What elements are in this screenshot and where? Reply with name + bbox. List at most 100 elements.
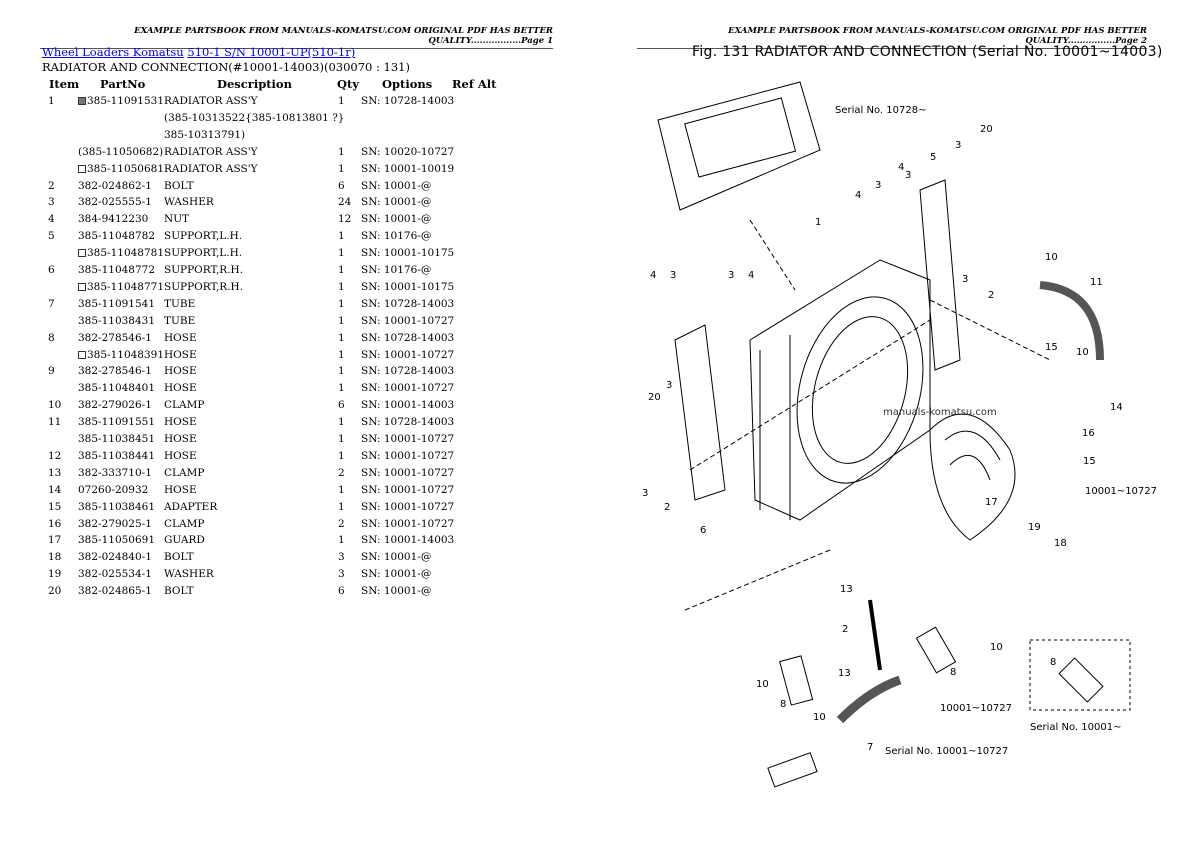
cell-options: SN: 10001-10727 [361,382,454,394]
cell-partno: 385-11038441 [78,450,155,462]
cell-text: CLAMP [164,399,205,412]
cell-text: 1 [338,365,345,378]
cell-text: 17 [48,534,62,547]
cell-item: 4 [48,213,55,225]
cell-partno: 382-278546-1 [78,332,152,344]
cell-text: 382-279025-1 [78,517,152,530]
cell-item: 3 [48,196,55,208]
cell-item: 8 [48,332,55,344]
col-header-description: Description [217,77,292,91]
cell-description: RADIATOR ASS'Y [164,146,258,158]
cell-text: 382-333710-1 [78,466,152,479]
cell-text: 382-279026-1 [78,399,152,412]
cell-text: 385-11038451 [78,433,156,445]
cell-options: SN: 10001-14003 [361,399,454,411]
cell-text: SN: 10001-@ [361,196,432,209]
serial-note: Serial No. 10001~ [1030,722,1121,733]
cell-text: CLAMP [164,517,205,530]
empty-square-icon [78,164,86,173]
cell-partno: 385-11091531 [78,95,164,107]
breadcrumb-link-model[interactable]: 510-1 S/N 10001-UP(510-1r) [187,45,356,59]
cell-options: SN: 10728-14003 [361,298,454,310]
cell-text: WASHER [164,568,214,581]
cell-text: SN: 10001-10727 [361,466,455,479]
hose-piece [779,655,814,706]
radiator-core [749,259,931,521]
cell-partno: 382-024865-1 [78,585,152,597]
callout-number: 20 [980,124,993,135]
callout-number: 13 [838,668,851,679]
cell-text: 1 [48,95,55,107]
cell-text: 382-024840-1 [78,551,152,564]
cell-text: 12 [48,449,62,462]
cell-partno: 385-11038451 [78,433,155,445]
serial-note: Serial No. 10001~10727 [885,746,1008,757]
cell-text: 384-9412230 [78,213,149,226]
breadcrumb-link-model-family[interactable]: Wheel Loaders Komatsu [42,45,184,59]
cell-qty: 1 [338,534,345,546]
cell-text: 1 [338,95,345,107]
cell-item: 16 [48,518,61,530]
cell-text: BOLT [164,585,194,598]
cell-text: 1 [338,297,345,310]
cell-partno: 385-11048772 [78,264,155,276]
callout-number: 4 [898,162,904,173]
cell-options: SN: 10176-@ [361,230,431,242]
cell-text: CLAMP [164,466,205,479]
callout-number: 3 [962,274,968,285]
cell-description: WASHER [164,196,214,208]
cell-text: RADIATOR ASS'Y [164,145,258,158]
cell-text: HOSE [164,348,197,361]
cell-text: HOSE [164,433,197,445]
support-right [919,179,961,371]
callout-number: 4 [748,270,754,281]
cell-text: 8 [48,331,55,344]
cell-text: 3 [338,568,345,581]
cell-options: SN: 10001-10727 [361,315,454,327]
cell-text: 24 [338,196,352,209]
callout-number: 3 [728,270,734,281]
col-header-partno: PartNo [100,77,146,91]
callout-number: 8 [780,699,786,710]
cell-text: 385-11038431 [78,314,156,327]
cell-partno: 07260-20932 [78,484,148,496]
cell-description: WASHER [164,568,214,580]
cell-options: SN: 10728-14003 [361,332,454,344]
cell-options: SN: 10001-10727 [361,349,454,361]
callout-number: 8 [950,667,956,678]
cell-item: 7 [48,298,55,310]
empty-square-icon [78,350,86,359]
tube [868,599,882,671]
cell-text: 1 [338,247,345,260]
section-title: RADIATOR AND CONNECTION(#10001-14003)(03… [42,60,410,74]
cell-text: 382-025534-1 [78,568,152,581]
cell-qty: 6 [338,585,345,597]
filled-square-icon [78,97,86,105]
cell-qty: 1 [338,382,345,394]
cell-text: 16 [48,517,62,530]
cell-text: SN: 10728-14003 [361,331,455,344]
empty-square-icon [78,282,86,291]
callout-number: 10 [1045,252,1058,263]
hose-lower [836,675,902,724]
callout-number: 10 [756,679,769,690]
serial-note: 10001~10727 [940,703,1012,714]
cell-text: SN: 10001-14003 [361,534,455,547]
cell-text: 385-10313791) [164,128,246,141]
cell-options: SN: 10001-10727 [361,518,454,530]
cell-description: HOSE [164,382,197,394]
cell-options: SN: 10020-10727 [361,146,454,158]
cell-qty: 1 [338,146,345,158]
cell-description: SUPPORT,R.H. [164,281,243,293]
cell-text: 1 [338,145,345,158]
cell-text: 4 [48,213,55,226]
cell-qty: 1 [338,95,345,107]
